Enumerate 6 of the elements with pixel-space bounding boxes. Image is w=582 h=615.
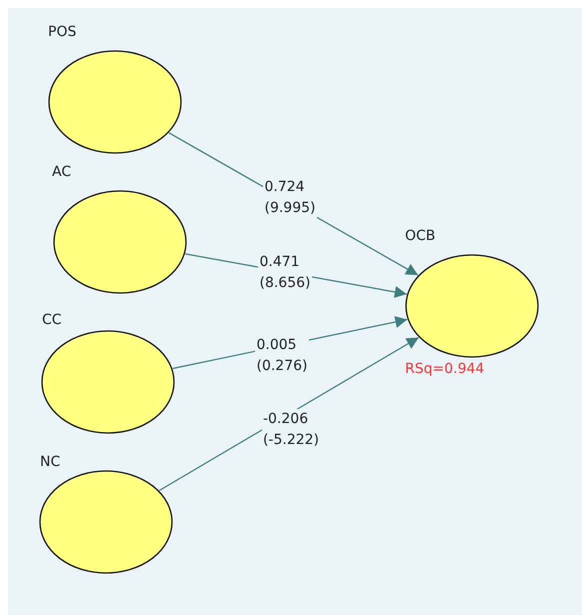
construct-label: POS bbox=[48, 24, 76, 40]
construct-label: CC bbox=[42, 312, 62, 328]
construct-label: AC bbox=[52, 164, 72, 180]
construct-label: OCB bbox=[405, 228, 436, 244]
r-squared-label: RSq=0.944 bbox=[405, 361, 484, 377]
construct-label: NC bbox=[40, 454, 60, 470]
